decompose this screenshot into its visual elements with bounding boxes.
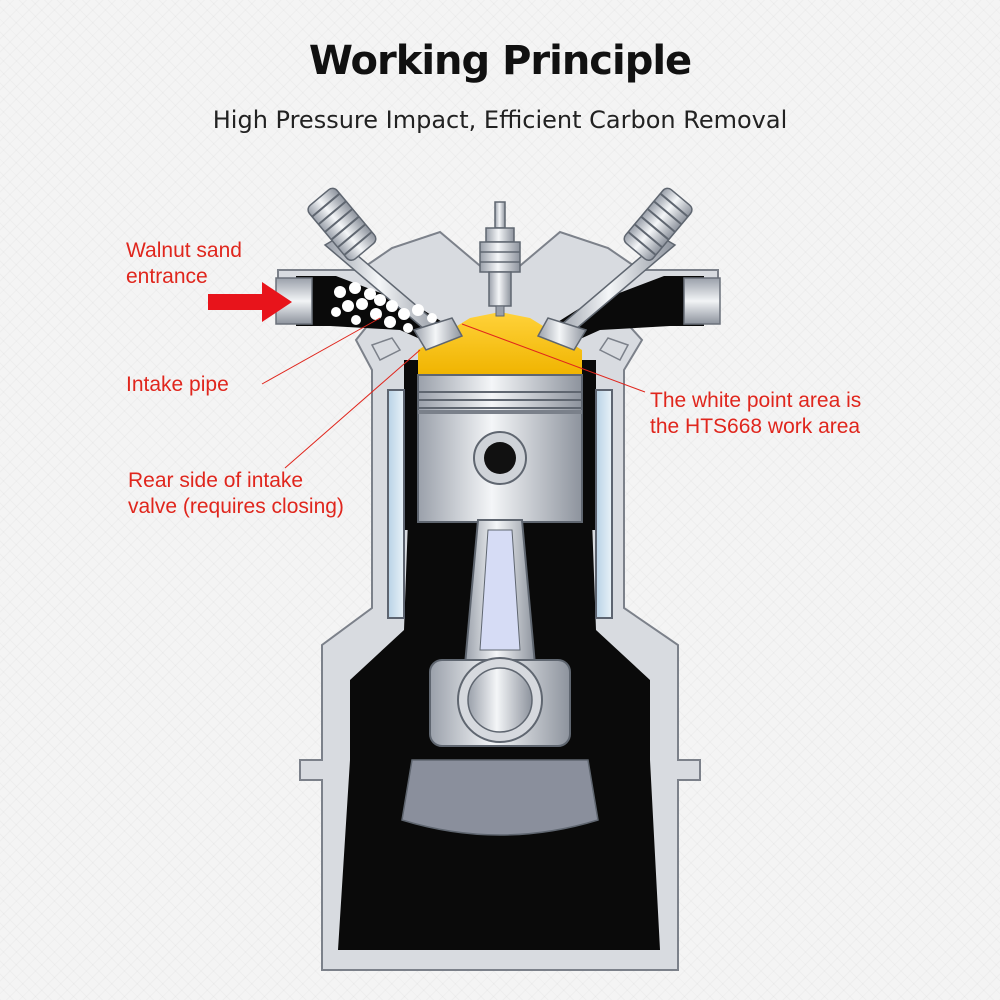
label-work-area-line1: The white point area is — [650, 389, 862, 412]
page-title: Working Principle — [308, 38, 692, 84]
exhaust-valve — [536, 237, 677, 351]
crank-counterweight — [401, 759, 599, 836]
piston — [417, 374, 583, 523]
label-rear-intake-valve: Rear side of intake valve (requires clos… — [128, 468, 344, 520]
label-work-area-line2: the HTS668 work area — [650, 415, 861, 438]
label-entrance-line2: entrance — [126, 265, 208, 288]
cylinder-sleeve-right — [595, 389, 613, 619]
label-rear-valve-line2: valve (requires closing) — [128, 495, 344, 518]
label-rear-valve-line1: Rear side of intake — [128, 469, 304, 492]
exhaust-pipe-opening — [683, 277, 721, 325]
exhaust-valve-spring — [623, 187, 693, 261]
walnut-sand-particles — [331, 282, 437, 333]
entrance-arrow-icon — [208, 282, 292, 322]
connecting-rod — [429, 519, 571, 747]
page-subtitle: High Pressure Impact, Efficient Carbon R… — [212, 106, 788, 134]
label-walnut-sand-entrance: Walnut sand entrance — [126, 238, 242, 290]
spark-plug — [479, 201, 521, 317]
combustion-chamber — [418, 312, 582, 375]
pointer-lines — [261, 317, 646, 469]
intake-valve-spring — [307, 187, 377, 261]
label-entrance-line1: Walnut sand — [126, 239, 242, 262]
label-work-area: The white point area is the HTS668 work … — [650, 388, 861, 440]
cylinder-sleeve-left — [387, 389, 405, 619]
label-intake-pipe: Intake pipe — [126, 373, 229, 396]
